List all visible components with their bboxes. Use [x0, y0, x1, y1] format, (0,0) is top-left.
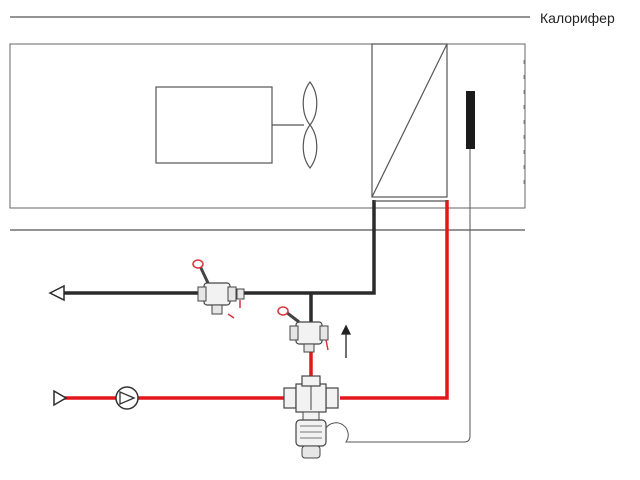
unit-inner-block: [155, 86, 273, 164]
supply-inlet-arrow-icon: [53, 389, 68, 407]
pump-icon: [115, 386, 139, 410]
return-outlet-arrow-icon: [48, 284, 65, 302]
heat-exchanger-icon: [371, 43, 448, 198]
control-cable: [325, 149, 471, 443]
fan-icon: [272, 81, 318, 169]
heater-label: Калорифер: [540, 10, 615, 26]
bypass-valve-icon: [277, 306, 329, 353]
balancing-valve-icon: [192, 259, 245, 319]
temperature-sensor-icon: [466, 91, 475, 149]
air-handling-unit: [9, 43, 526, 209]
motor-actuator-icon: [295, 411, 327, 459]
flow-arrow-icon: [340, 324, 352, 358]
three-way-valve-icon: [283, 375, 339, 413]
